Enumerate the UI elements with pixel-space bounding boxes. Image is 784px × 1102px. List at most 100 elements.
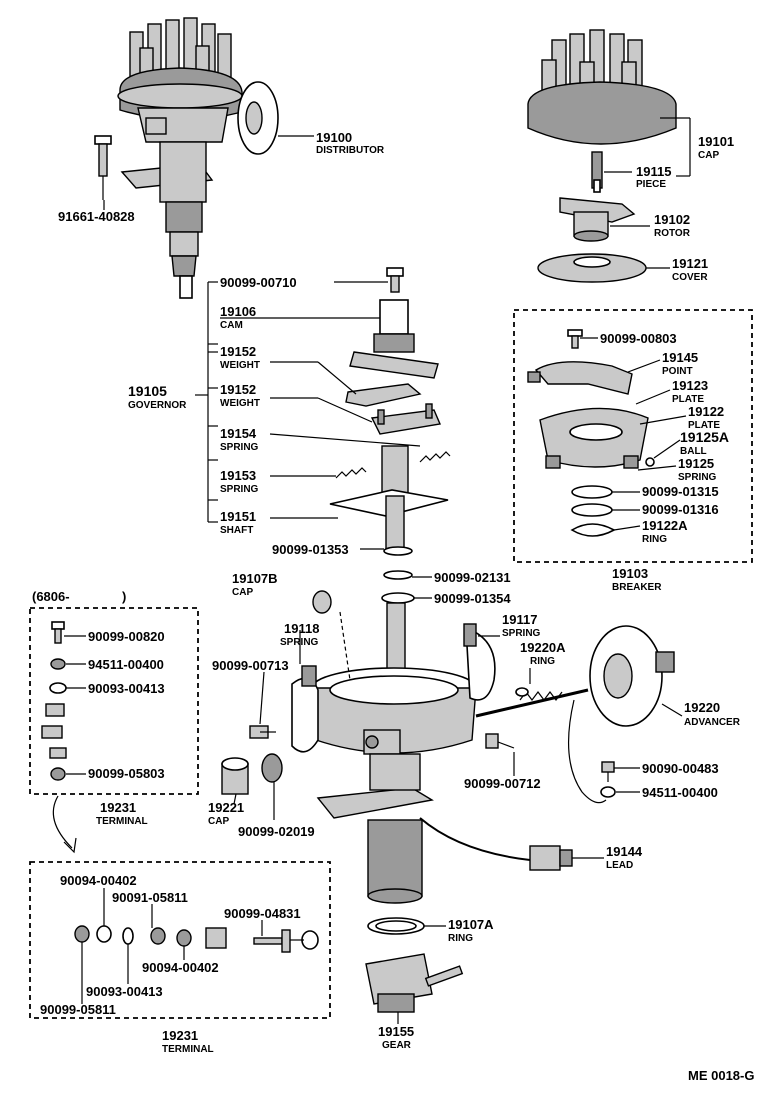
label-19103-num: 19103 xyxy=(612,566,648,581)
label-91661-40828: 91661-40828 xyxy=(58,209,135,224)
label-19220a-num: 19220A xyxy=(520,640,566,655)
label-90099-01316: 90099-01316 xyxy=(642,502,719,517)
label-19155-num: 19155 xyxy=(378,1024,414,1039)
distributor-assembly-drawing xyxy=(117,17,279,299)
label-19153-num: 19153 xyxy=(220,468,256,483)
label-19220a-name: RING xyxy=(530,656,555,667)
label-19107a-num: 19107A xyxy=(448,917,494,932)
advancer-springs-drawing xyxy=(291,623,496,753)
label-19153-name: SPRING xyxy=(220,484,259,495)
label-19152b-num: 19152 xyxy=(220,382,256,397)
label-19151-name: SHAFT xyxy=(220,525,253,536)
label-90099-00712: 90099-00712 xyxy=(464,776,541,791)
label-19220-num: 19220 xyxy=(684,700,720,715)
label-19144-num: 19144 xyxy=(606,844,643,859)
label-19118-name: SPRING xyxy=(280,637,319,648)
terminal-box-2-num: 19231 xyxy=(162,1028,198,1043)
label-90099-00713: 90099-00713 xyxy=(212,658,289,673)
label-19221-name: CAP xyxy=(208,816,229,827)
breaker-box xyxy=(513,309,753,563)
label-19154-num: 19154 xyxy=(220,426,257,441)
label-19125a-num: 19125A xyxy=(680,429,729,445)
footer-code: ME 0018-G xyxy=(688,1068,754,1083)
terminal-box-1-item-1: 90099-00820 xyxy=(88,629,165,644)
label-19121-num: 19121 xyxy=(672,256,708,271)
label-19152a-num: 19152 xyxy=(220,344,256,359)
label-19100-name: DISTRIBUTOR xyxy=(316,145,385,156)
label-19105-name: GOVERNOR xyxy=(128,400,187,411)
lead-drawing xyxy=(419,817,573,871)
terminal-box-2-name: TERMINAL xyxy=(162,1044,214,1055)
terminal-box-2-item-5: 90093-00413 xyxy=(86,984,163,999)
terminal-box-1-item-4: 90099-05803 xyxy=(88,766,165,781)
label-19122-num: 19122 xyxy=(688,404,724,419)
label-19102-num: 19102 xyxy=(654,212,690,227)
label-19152a-name: WEIGHT xyxy=(220,360,260,371)
label-19101-name: CAP xyxy=(698,150,719,161)
ring-advancer-drawing xyxy=(515,687,529,697)
label-90099-02131: 90099-02131 xyxy=(434,570,511,585)
label-19121-name: COVER xyxy=(672,272,708,283)
terminal-box-1-header: (6806- xyxy=(32,589,70,604)
label-19151-num: 19151 xyxy=(220,509,256,524)
terminal-box-2-item-6: 90099-05811 xyxy=(40,1002,116,1017)
label-90099-01315: 90099-01315 xyxy=(642,484,719,499)
terminal-box-1-name: TERMINAL xyxy=(96,816,148,827)
label-19123-name: PLATE xyxy=(672,394,704,405)
terminal-box-1 xyxy=(29,607,199,795)
label-90099-01353: 90099-01353 xyxy=(272,542,349,557)
label-19125-num: 19125 xyxy=(678,456,714,471)
label-19154-name: SPRING xyxy=(220,442,259,453)
terminal-box-2-drawing xyxy=(74,925,319,953)
label-19117-num: 19117 xyxy=(502,612,537,627)
label-19105-num: 19105 xyxy=(128,383,167,399)
main-housing-drawing xyxy=(311,667,477,904)
cover-drawing xyxy=(537,253,647,283)
label-19123-num: 19123 xyxy=(672,378,708,393)
label-19102-name: ROTOR xyxy=(654,228,691,239)
label-19118-num: 19118 xyxy=(284,621,319,636)
terminal-box-2-item-3: 90099-04831 xyxy=(224,906,301,921)
terminal-box-1-num: 19231 xyxy=(100,800,136,815)
label-19101-num: 19101 xyxy=(698,134,734,149)
label-19155-name: GEAR xyxy=(382,1040,412,1051)
label-90090-00483: 90090-00483 xyxy=(642,761,719,776)
terminal-box-1-item-2: 94511-00400 xyxy=(88,657,164,672)
leader-lines xyxy=(64,117,691,1024)
oil-cap-and-ring-drawing xyxy=(221,753,283,795)
label-19221-num: 19221 xyxy=(208,800,244,815)
rotor-drawing xyxy=(559,197,636,242)
label-19115-num: 19115 xyxy=(636,164,671,179)
small-cap-drawing xyxy=(312,590,351,681)
label-19103-name: BREAKER xyxy=(612,582,662,593)
label-19145-num: 19145 xyxy=(662,350,698,365)
label-19122-name: PLATE xyxy=(688,420,720,431)
label-19106-num: 19106 xyxy=(220,304,256,319)
governor-stack-drawing xyxy=(329,267,451,684)
label-19107a-name: RING xyxy=(448,933,473,944)
label-19144-name: LEAD xyxy=(606,860,633,871)
label-19125-name: SPRING xyxy=(678,472,717,483)
gear-drawing xyxy=(365,917,464,1013)
label-19152b-name: WEIGHT xyxy=(220,398,260,409)
terminal-box-2-item-2: 90091-05811 xyxy=(112,890,188,905)
label-90099-00803: 90099-00803 xyxy=(600,331,677,346)
label-19100-num: 19100 xyxy=(316,130,352,145)
cap-drawing xyxy=(527,29,677,145)
piece-drawing xyxy=(591,151,603,193)
label-19117-name: SPRING xyxy=(502,628,541,639)
label-19107b-name: CAP xyxy=(232,587,253,598)
screws-body-drawing xyxy=(249,725,616,798)
bolt-91661-40828-drawing xyxy=(94,135,112,200)
terminal-box-1-header-close: ) xyxy=(122,589,126,604)
breaker-drawing xyxy=(527,329,655,537)
label-19220-name: ADVANCER xyxy=(684,717,741,728)
label-19125a-name: BALL xyxy=(680,446,707,457)
label-90099-01354: 90099-01354 xyxy=(434,591,511,606)
advancer-drawing xyxy=(475,625,675,804)
label-19107b-num: 19107B xyxy=(232,571,278,586)
label-94511-00400-lead: 94511-00400 xyxy=(642,785,718,800)
label-90099-00710: 90099-00710 xyxy=(220,275,297,290)
terminal-box-2 xyxy=(29,861,331,1019)
